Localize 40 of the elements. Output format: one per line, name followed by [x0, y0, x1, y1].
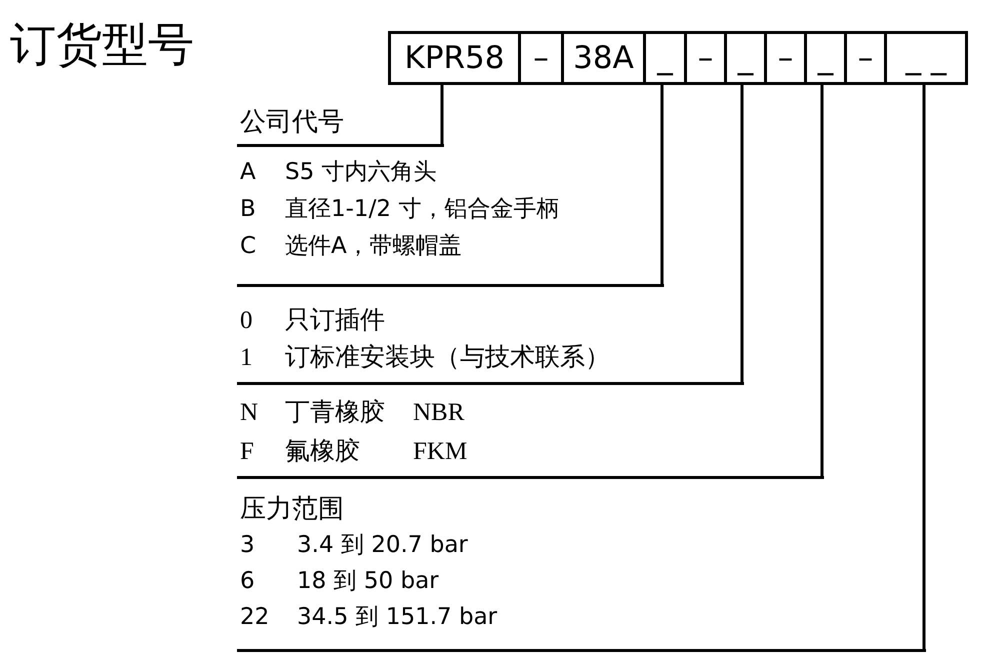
leader-line [740, 85, 744, 385]
code-box: _ [724, 31, 767, 85]
option-code: 3 [240, 532, 255, 558]
option-description: 直径1-1/2 寸，铝合金手柄 [285, 196, 560, 222]
option-description: S5 寸内六角头 [285, 159, 437, 186]
pressure-range: 3.4 到 20.7 bar [297, 532, 468, 558]
option-code: 22 [240, 604, 270, 630]
pressure-range: 34.5 到 151.7 bar [297, 604, 498, 630]
option-code: F [240, 438, 254, 467]
option-description: 丁青橡胶 [285, 399, 385, 428]
title: 订货型号 [10, 20, 194, 71]
leader-line [660, 85, 664, 287]
material-abbreviation: FKM [413, 438, 468, 467]
separator-box: – [844, 31, 887, 85]
option-code: N [240, 399, 258, 428]
code-box: _ [643, 31, 687, 85]
option-code: 1 [240, 344, 252, 373]
leader-line [820, 85, 824, 479]
leader-line [922, 85, 926, 652]
option-code: B [240, 196, 256, 222]
separator-box: – [518, 31, 564, 85]
section-heading: 公司代号 [240, 107, 344, 137]
option-description: 只订插件 [285, 307, 385, 336]
option-description: 订标准安装块（与技术联系） [285, 344, 610, 373]
option-description: 选件A，带螺帽盖 [285, 233, 462, 260]
separator-box: – [684, 31, 727, 85]
code-box: _ [804, 31, 847, 85]
option-code: A [240, 159, 256, 186]
material-abbreviation: NBR [413, 399, 464, 428]
code-box: KPR58 [388, 31, 521, 85]
leader-line [440, 85, 444, 147]
section-heading: 压力范围 [240, 494, 344, 524]
option-code: 0 [240, 307, 252, 336]
option-code: C [240, 233, 256, 260]
separator-box: – [764, 31, 807, 85]
option-description: 氟橡胶 [285, 438, 360, 467]
code-box: _ _ [884, 31, 968, 85]
option-code: 6 [240, 568, 255, 594]
pressure-range: 18 到 50 bar [297, 568, 439, 594]
code-box: 38A [561, 31, 646, 85]
